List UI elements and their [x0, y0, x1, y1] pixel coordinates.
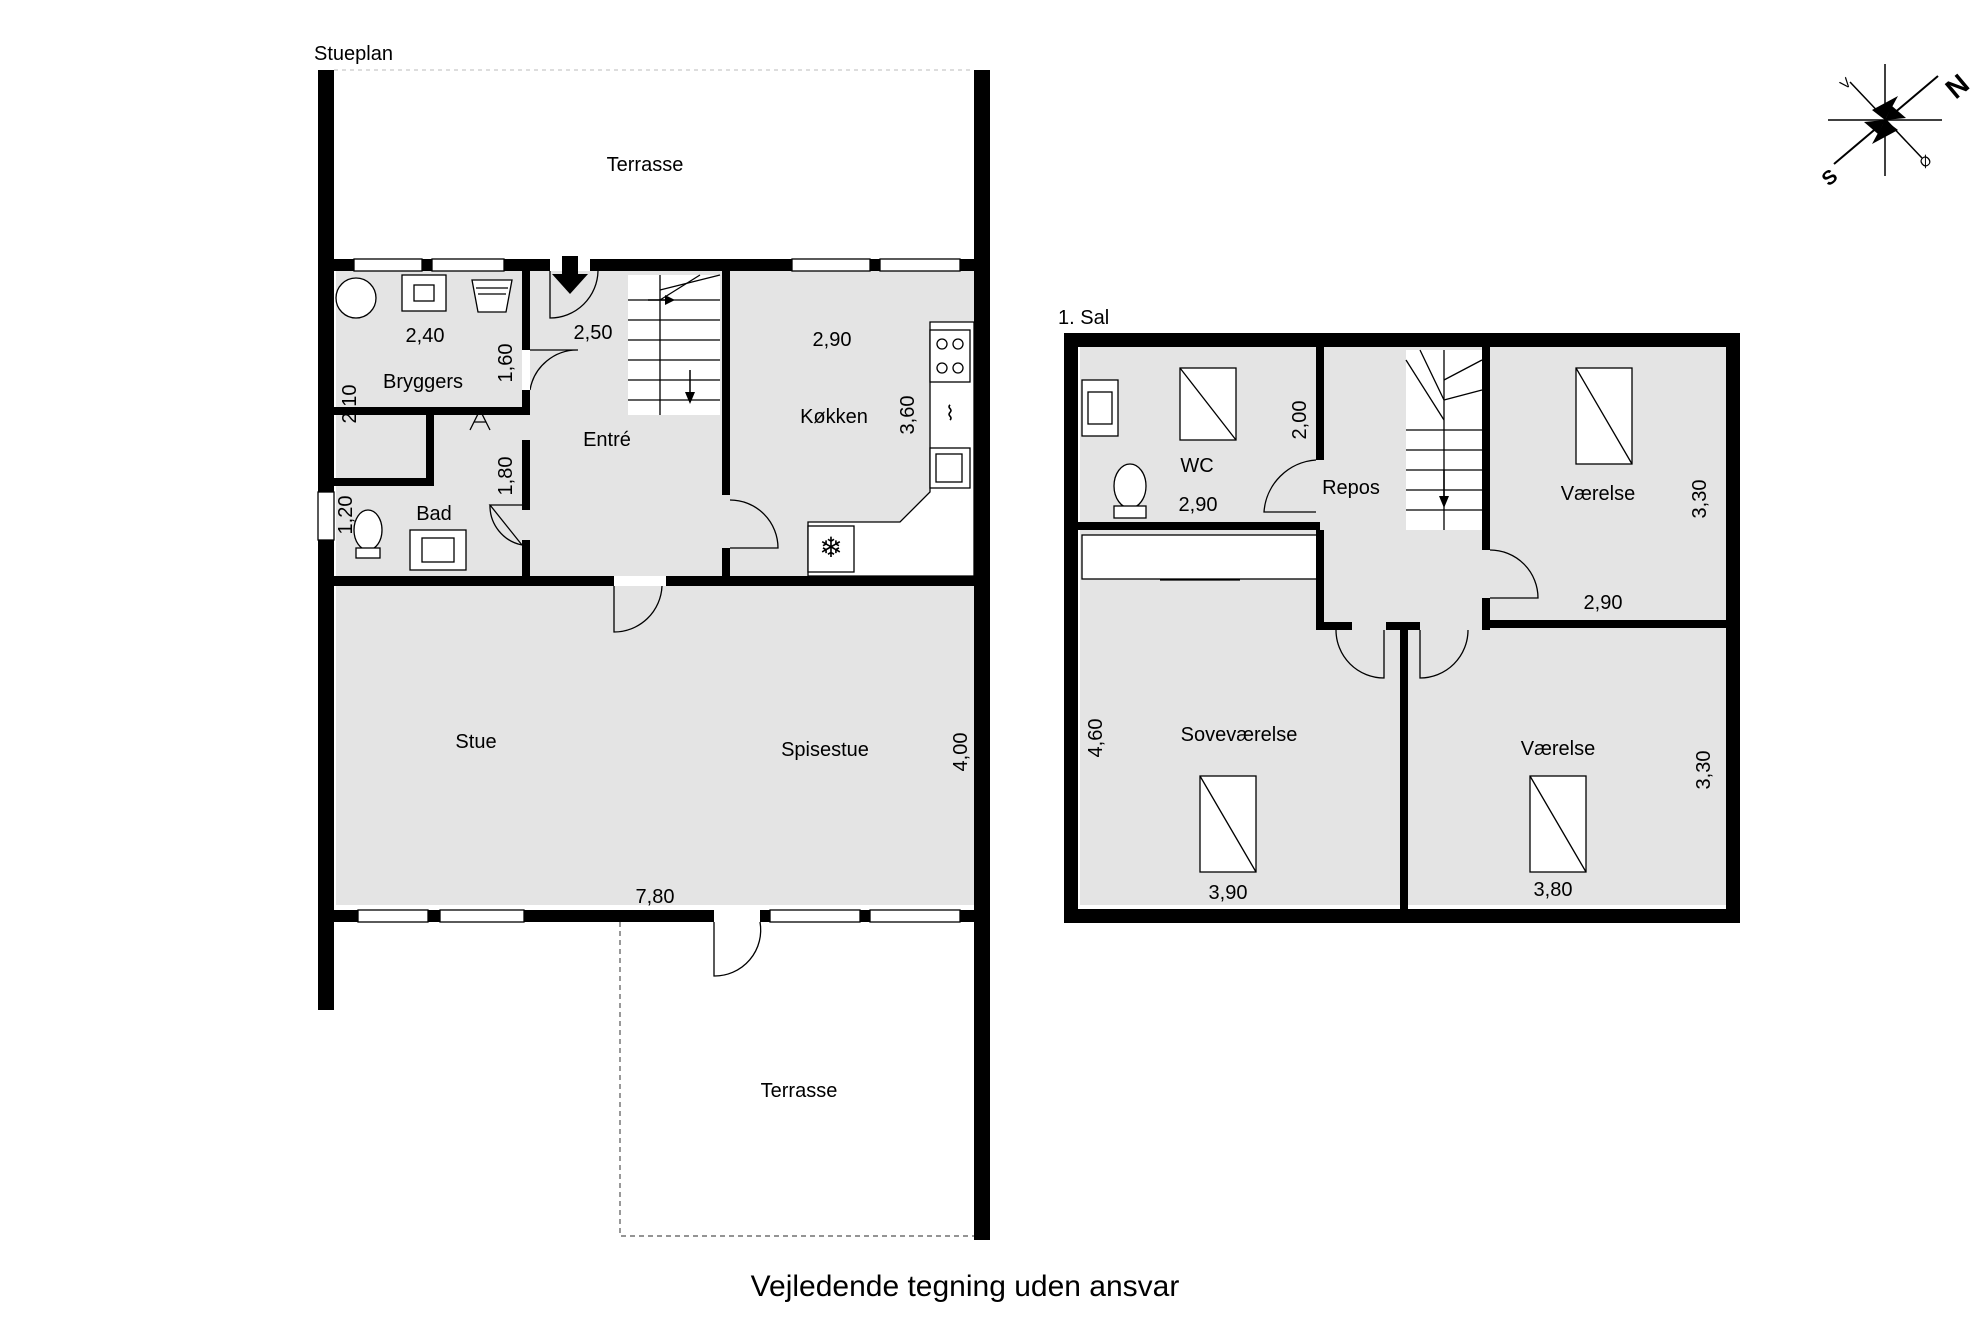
dimension-label: 3,60 [897, 396, 919, 435]
room-label-terrasse-top: Terrasse [607, 154, 684, 176]
wall [974, 70, 990, 1240]
room-label-vaerelse-1: Værelse [1561, 483, 1635, 505]
dimension-label: 2,00 [1289, 401, 1311, 440]
terrace-outline [619, 922, 974, 1237]
room-label-vaerelse-2: Værelse [1521, 738, 1595, 760]
room-label-bryggers: Bryggers [383, 371, 463, 393]
compass-rose-icon: N V S Ø [1818, 64, 1975, 191]
dimension-label: 2,90 [813, 329, 852, 351]
skylight-icon [1199, 775, 1257, 873]
dimension-label: 1,60 [495, 344, 517, 383]
dimension-label: 3,80 [1534, 879, 1573, 901]
dimension-label: 1,20 [335, 496, 357, 535]
svg-text:⌇: ⌇ [945, 403, 955, 425]
dimension-label: 4,60 [1085, 719, 1107, 758]
dimension-label: 3,30 [1689, 480, 1711, 519]
sink-icon [401, 274, 447, 312]
skylight-icon [1179, 367, 1237, 441]
dimension-label: 7,80 [636, 886, 675, 908]
ground-floor-title: Stueplan [314, 43, 393, 65]
toilet-icon [353, 509, 383, 551]
dimension-label: 1,80 [495, 457, 517, 496]
sink-icon [409, 529, 467, 571]
dimension-label: 2,90 [1179, 494, 1218, 516]
dimension-label: 3,30 [1693, 751, 1715, 790]
svg-text:❄: ❄ [819, 531, 842, 564]
room-label-kokken: Køkken [800, 406, 868, 428]
room-label-sovevaerelse: Soveværelse [1181, 724, 1298, 746]
room-label-spisestue: Spisestue [781, 739, 869, 761]
wall [1064, 333, 1740, 347]
dimension-label: 2,40 [406, 325, 445, 347]
wardrobe [1081, 534, 1321, 580]
room-label-stue: Stue [455, 731, 496, 753]
stove-icon [929, 329, 971, 383]
compass-south-label: S [1818, 165, 1842, 190]
washing-machine-icon [335, 277, 377, 319]
room-label-terrasse-bottom: Terrasse [761, 1080, 838, 1102]
first-floor-plan: 1. Sal WC Repos Værelse Soveværelse Være… [1058, 307, 1740, 923]
stairs [628, 275, 720, 415]
dimension-label: 2,90 [1584, 592, 1623, 614]
dimension-label: 2,50 [574, 322, 613, 344]
ground-floor-plan: ⌇ ❄ Stueplan Terrasse Bryggers Entré Køk… [314, 43, 990, 1240]
dimension-label: 3,90 [1209, 882, 1248, 904]
room-label-repos: Repos [1322, 477, 1380, 499]
room-label-bad: Bad [416, 503, 452, 525]
room-label-entre: Entré [583, 429, 631, 451]
disclaimer-text: Vejledende tegning uden ansvar [751, 1270, 1180, 1303]
compass-north-label: N [1940, 68, 1975, 105]
toilet-icon [1113, 463, 1147, 509]
dimension-label: 2,10 [339, 385, 361, 424]
dimension-label: 4,00 [950, 733, 972, 772]
first-floor-title: 1. Sal [1058, 307, 1109, 329]
skylight-icon [1529, 775, 1587, 873]
fridge-freezer-icon [807, 525, 855, 573]
skylight-icon [1575, 367, 1633, 465]
drying-rack-icon [469, 408, 491, 431]
entry-arrow-icon [552, 256, 588, 294]
laundry-basket-icon [471, 279, 513, 313]
room-label-wc: WC [1180, 455, 1213, 477]
